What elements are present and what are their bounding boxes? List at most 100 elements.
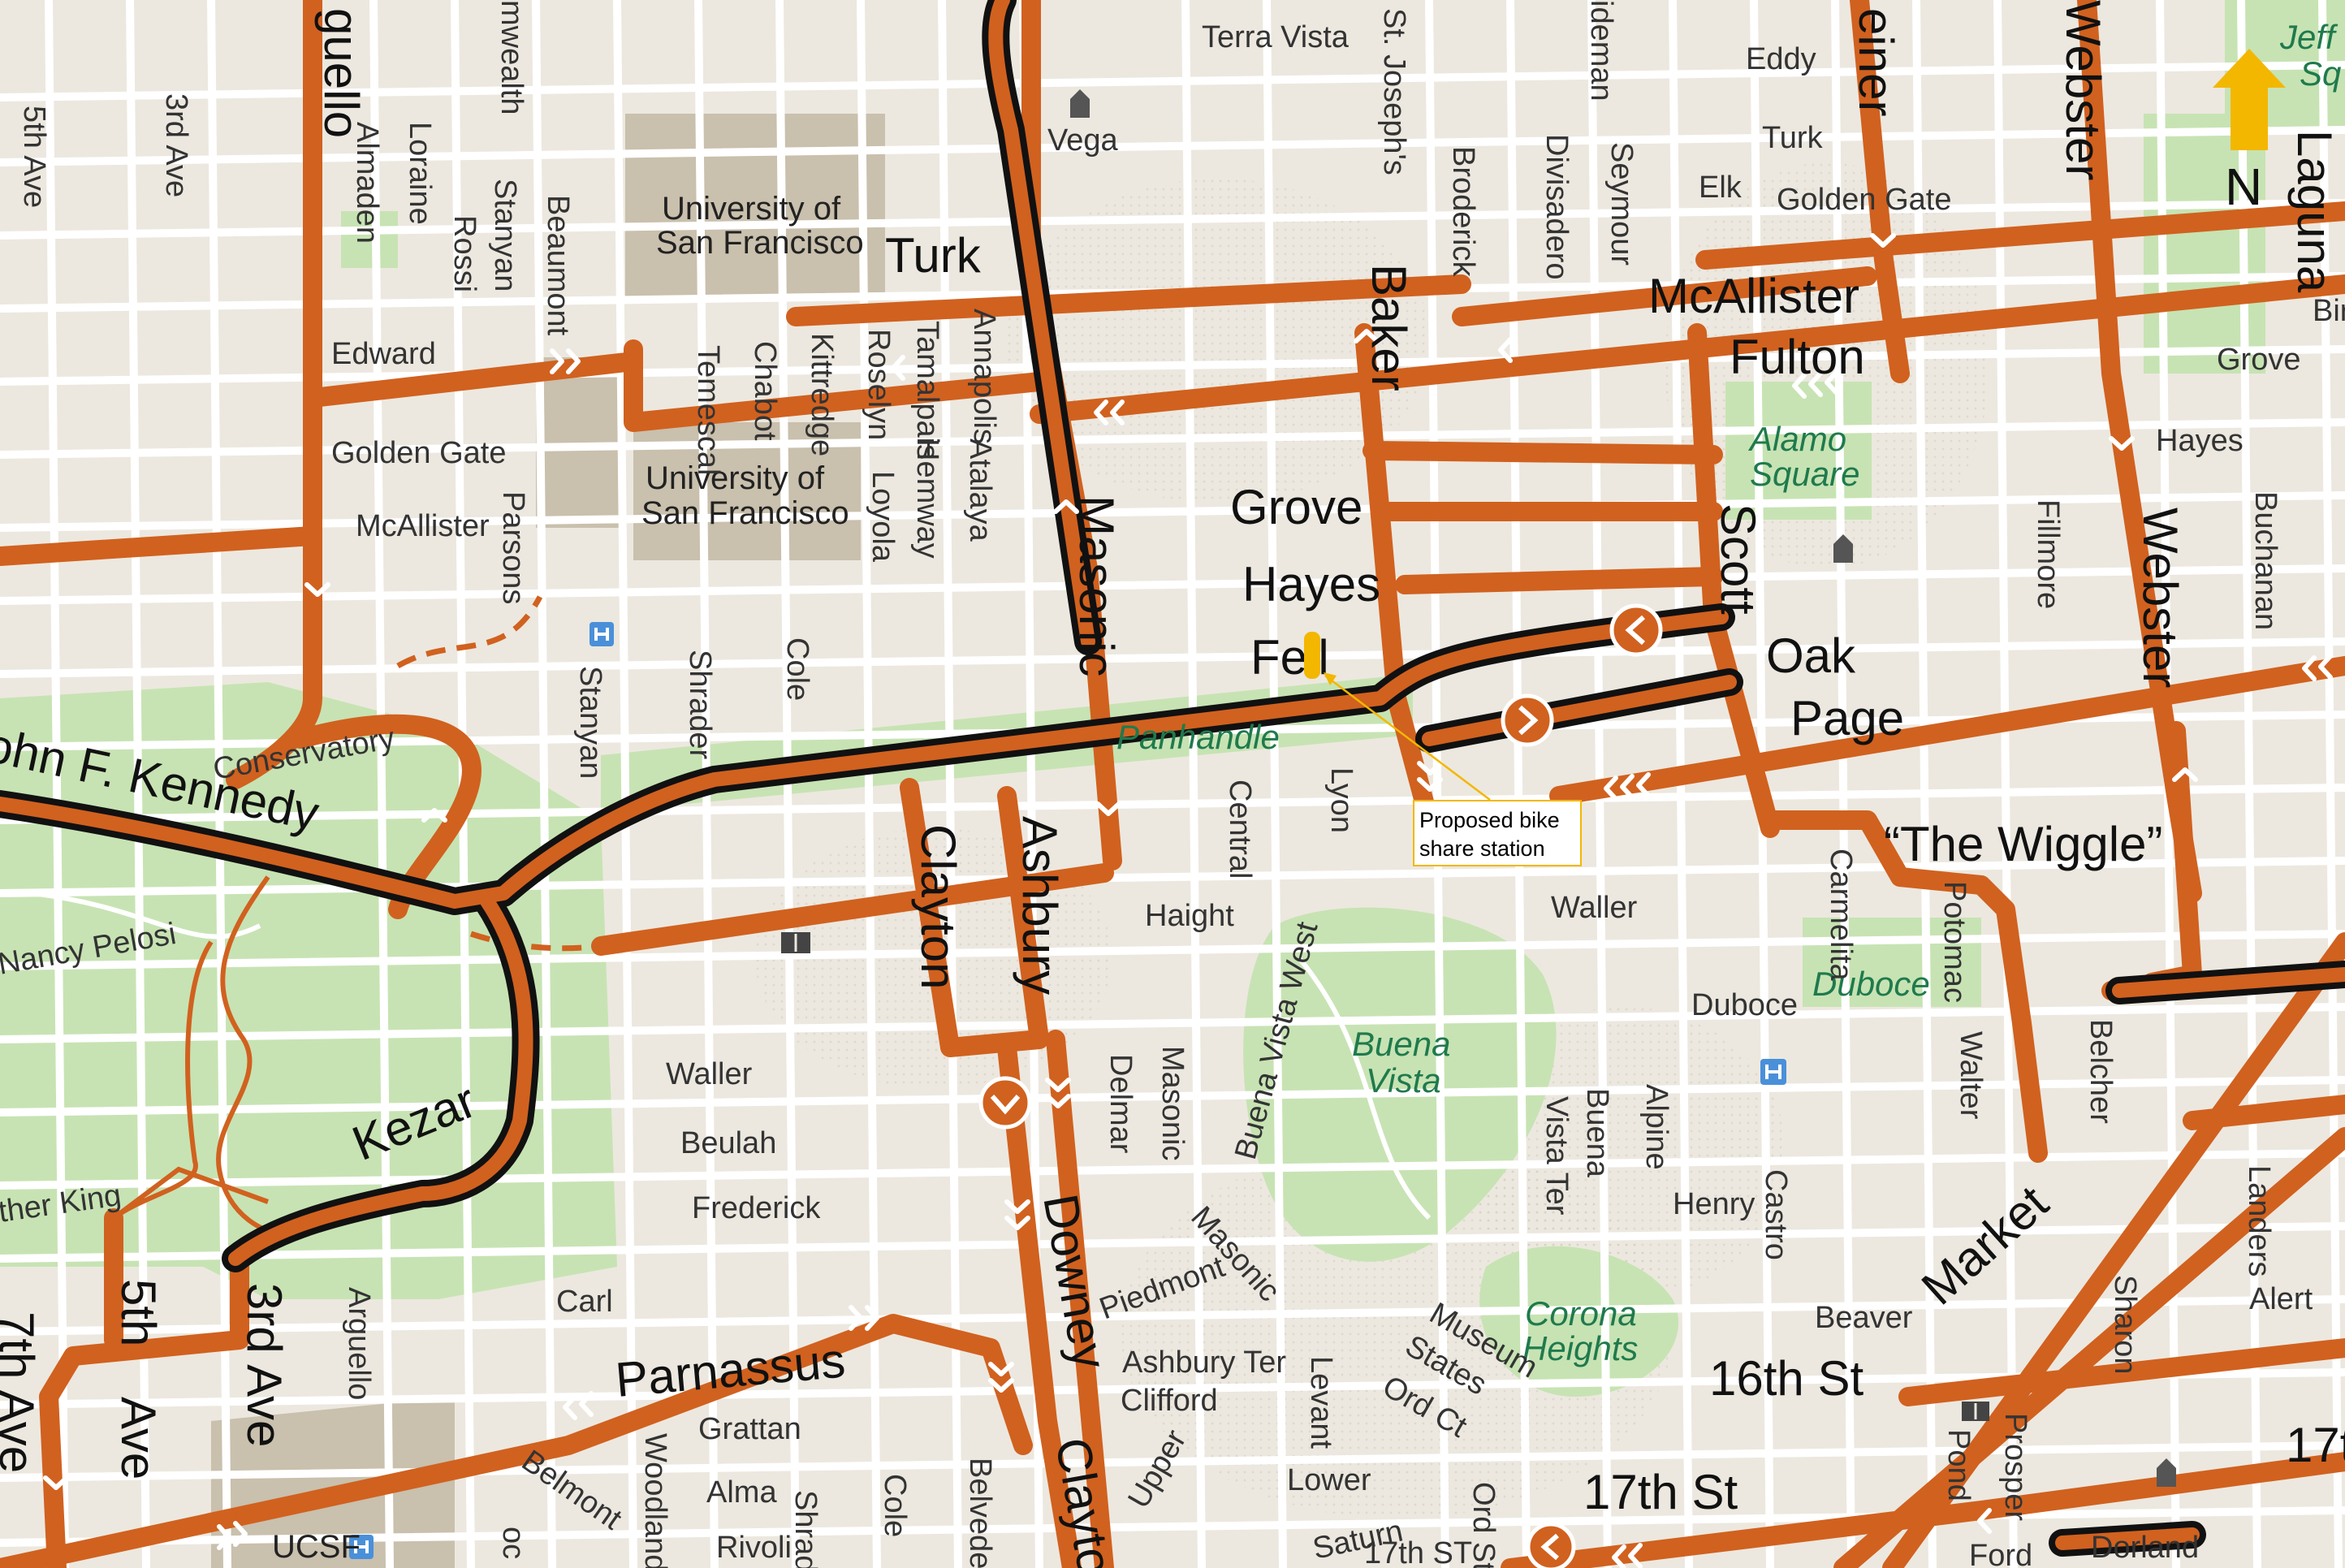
street-label: Cole bbox=[878, 1474, 912, 1537]
street-label: Lyon bbox=[1324, 767, 1358, 833]
route-conservatory bbox=[291, 714, 482, 919]
chevron-right-icon bbox=[849, 1305, 879, 1331]
street-label: Buena bbox=[1580, 1088, 1614, 1178]
street-label: 5th bbox=[111, 1279, 166, 1346]
street-label: Ashbury bbox=[1013, 816, 1067, 995]
ucsf-campus bbox=[211, 1397, 455, 1568]
street-label: 16th St bbox=[1709, 1351, 1863, 1406]
street-label: 17th ST bbox=[1364, 1536, 1472, 1568]
chevron-left-icon bbox=[1977, 1508, 1992, 1534]
route-arguello bbox=[226, 0, 322, 789]
street-label: Woodland bbox=[638, 1433, 672, 1568]
street-label: Buchanan bbox=[2248, 491, 2282, 630]
street-label: Grove bbox=[1230, 480, 1363, 534]
street-label: Broderick bbox=[1446, 146, 1480, 277]
street-label: Bir bbox=[2313, 294, 2345, 328]
street-label: Masonic bbox=[1155, 1046, 1190, 1161]
dashed-routes bbox=[110, 595, 602, 1267]
chevron-left-circle-icon bbox=[1526, 1522, 1576, 1568]
chevron-down-icon bbox=[2109, 436, 2135, 451]
street-label: Alpine bbox=[1639, 1084, 1673, 1170]
chevron-left-icon bbox=[1792, 369, 1839, 399]
street-label: oc bbox=[496, 1527, 530, 1559]
street-label: Stanyan bbox=[573, 666, 607, 779]
trail-routes bbox=[112, 875, 285, 1237]
street-label: Waller bbox=[1551, 891, 1638, 925]
street-label: Temescal bbox=[691, 345, 725, 476]
street-label: Ford bbox=[1969, 1539, 2032, 1568]
street-label: Alma bbox=[706, 1475, 777, 1510]
park-patch bbox=[341, 211, 398, 268]
park-label-square: Square bbox=[1750, 455, 1859, 493]
chevron-left-icon bbox=[563, 1391, 594, 1420]
bike-share-callout: Proposed bike share station bbox=[1413, 800, 1582, 866]
street-label: Belvedere bbox=[963, 1458, 997, 1568]
street-label: Eddy bbox=[1746, 42, 1816, 76]
street-label: ideman bbox=[1584, 0, 1618, 102]
street-label: 3rd Ave bbox=[237, 1283, 292, 1447]
chevron-right-icon bbox=[550, 348, 581, 374]
street-label: Duboce bbox=[1691, 988, 1798, 1022]
street-label: Pond bbox=[1941, 1429, 1976, 1501]
ucsf-label: UCSF bbox=[272, 1529, 361, 1565]
street-label: Landers bbox=[2242, 1165, 2276, 1276]
church-icon bbox=[1833, 534, 1853, 563]
street-label: Turk bbox=[885, 228, 982, 283]
library-icon bbox=[1962, 1402, 1989, 1421]
street-label: Turk bbox=[1762, 121, 1824, 155]
park-label-buena: Buena bbox=[1352, 1025, 1450, 1063]
route-grove-ladder bbox=[1395, 567, 1723, 594]
street-label: Haight bbox=[1145, 899, 1234, 933]
route-page bbox=[1549, 656, 2345, 806]
street-label: McAllister bbox=[1648, 269, 1859, 323]
street-label: Potomac bbox=[1937, 881, 1971, 1003]
street-label: Fulton bbox=[1730, 330, 1865, 384]
bike-share-marker-icon[interactable] bbox=[1304, 632, 1320, 679]
park-label-jeff: Jeff bbox=[2279, 18, 2339, 56]
chevron-left-icon bbox=[1498, 337, 1513, 363]
route-market bbox=[1833, 1127, 2345, 1568]
route-edward bbox=[303, 352, 643, 408]
street-label: Fillmore bbox=[2031, 499, 2065, 609]
street-label: Shrader bbox=[683, 650, 717, 760]
street-label: Waller bbox=[666, 1057, 753, 1091]
street-label: Masonic bbox=[1069, 495, 1124, 676]
street-label: Carl bbox=[556, 1285, 613, 1319]
street-label: Arguello bbox=[342, 1287, 376, 1400]
route-parnassus bbox=[0, 1314, 1033, 1568]
route-steiner bbox=[1850, 0, 1910, 383]
street-label: Scott bbox=[1711, 503, 1765, 615]
street-label: “The Wiggle” bbox=[1884, 817, 2162, 871]
street-label: Divisadero bbox=[1540, 134, 1574, 280]
street-label: Beaumont bbox=[541, 195, 575, 336]
chevron-down-circle-icon bbox=[978, 1076, 1032, 1130]
direction-chevrons bbox=[43, 233, 2333, 1568]
park-label-duboce: Duboce bbox=[1812, 965, 1930, 1003]
chevron-down-icon bbox=[1870, 233, 1896, 248]
street-label: Parsons bbox=[496, 491, 530, 604]
street-label: Page bbox=[1790, 691, 1904, 745]
park-label-corona: Corona bbox=[1525, 1294, 1637, 1333]
round-direction-markers bbox=[978, 603, 1663, 1568]
street-label: Terra Vista bbox=[1202, 20, 1350, 54]
hospital-icon bbox=[589, 622, 614, 646]
route-clayton-s bbox=[997, 1038, 1082, 1568]
chevron-down-icon bbox=[1417, 761, 1443, 792]
street-label: Loyola bbox=[866, 471, 900, 563]
street-label: Shrader bbox=[788, 1490, 823, 1568]
street-label: Delmar bbox=[1103, 1054, 1138, 1154]
park-label-heights: Heights bbox=[1522, 1329, 1638, 1367]
street-label: Grove bbox=[2217, 343, 2300, 377]
usf-label-line2: San Francisco bbox=[656, 225, 864, 261]
street-label: Tamalpais bbox=[910, 321, 944, 460]
chevron-left-icon bbox=[2302, 654, 2333, 681]
street-label: Laguna bbox=[2287, 130, 2342, 293]
street-label: Beulah bbox=[680, 1126, 776, 1160]
usf-lower-campus bbox=[633, 422, 861, 560]
usf-lone-mountain bbox=[536, 357, 625, 528]
chevron-down-icon bbox=[1004, 1199, 1030, 1230]
chevron-down-icon bbox=[43, 1475, 69, 1490]
street-label: Golden Gate bbox=[1777, 183, 1951, 217]
